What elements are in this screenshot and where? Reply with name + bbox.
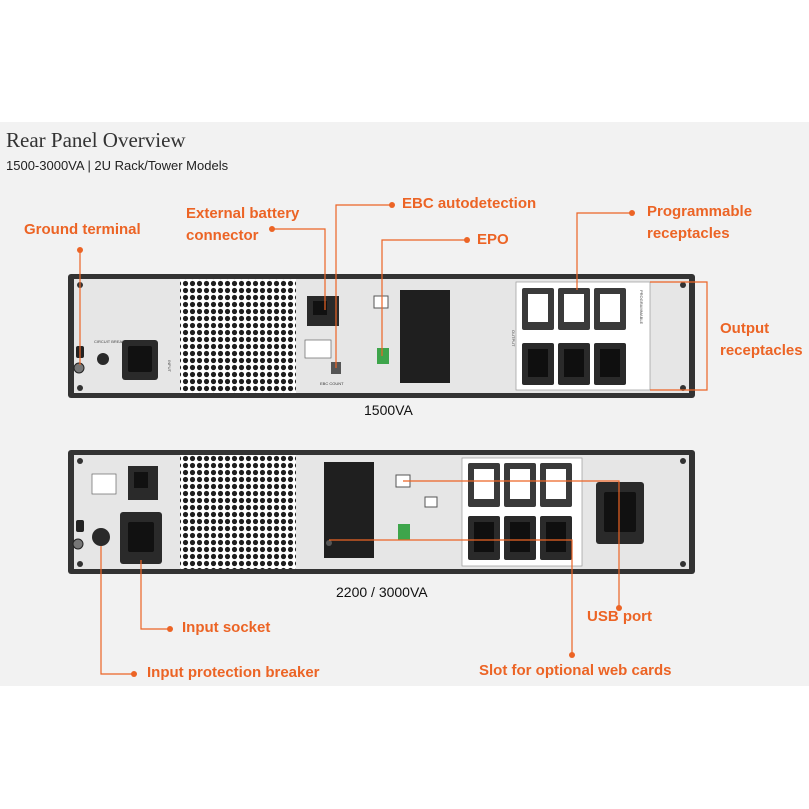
callout-input-protection-breaker: Input protection breaker (147, 664, 320, 681)
web-card-slot-icon (324, 462, 374, 558)
iec-outlet-face (546, 469, 566, 499)
input-label: INPUT (167, 360, 172, 373)
callout-programmable-receptacles: Programmable receptacles (647, 201, 752, 245)
output-label: OUTPUT (511, 330, 516, 347)
callout-external-battery-connector: External battery connector (186, 203, 299, 247)
iec-outlet-face (600, 349, 620, 377)
iec-outlet-face (528, 349, 548, 377)
iec-outlet-face (474, 522, 494, 552)
callout-line: Programmable (647, 203, 753, 220)
iec-outlet-face (546, 522, 566, 552)
usb-port-icon (373, 295, 389, 309)
epo-connector-icon (398, 524, 410, 540)
iec-outlet-face (600, 294, 620, 322)
ups-2200-3000va-rear-panel (68, 450, 695, 574)
callout-line: receptacles (647, 225, 730, 242)
iec-outlet-face (528, 294, 548, 322)
callout-ebc-autodetection: EBC autodetection (402, 195, 537, 212)
page-title: Rear Panel Overview (6, 128, 186, 152)
iec-outlet-face (474, 469, 494, 499)
circuit-breaker-label: CIRCUIT BREAKER (94, 339, 130, 344)
ground-terminal-icon (73, 362, 85, 374)
page-subtitle: 1500-3000VA | 2U Rack/Tower Models (6, 158, 229, 173)
callout-line: Output (720, 320, 770, 337)
iec-outlet-face (564, 294, 584, 322)
ebc-count-label: EBC COUNT (320, 381, 344, 386)
callout-line: connector (186, 227, 259, 244)
web-card-slot-icon (400, 290, 450, 383)
callout-slot-web-cards: Slot for optional web cards (479, 662, 672, 679)
callout-epo: EPO (477, 231, 509, 248)
input-protection-breaker-icon (92, 528, 110, 546)
callout-output-receptacles: Output receptacles (720, 318, 803, 362)
iec-outlet-face (564, 349, 584, 377)
callout-dots (77, 202, 635, 677)
model-label-1500va: 1500VA (364, 402, 413, 418)
fan-grille (180, 279, 296, 393)
callout-line: receptacles (720, 342, 803, 359)
callout-line: External battery (186, 205, 300, 222)
model-label-2200-3000va: 2200 / 3000VA (336, 584, 428, 600)
iec-outlet-face (510, 469, 530, 499)
iec-outlet-face (510, 522, 530, 552)
epo-connector-icon (377, 348, 389, 364)
callout-ground-terminal: Ground terminal (24, 221, 141, 238)
callout-input-socket: Input socket (182, 619, 271, 636)
page-background (0, 122, 809, 686)
ground-terminal-icon (72, 538, 84, 550)
programmable-label: PROGRAMMABLE (639, 290, 644, 325)
callout-usb-port: USB port (587, 608, 652, 625)
callout-connectors (79, 204, 708, 675)
fan-grille (180, 455, 296, 569)
